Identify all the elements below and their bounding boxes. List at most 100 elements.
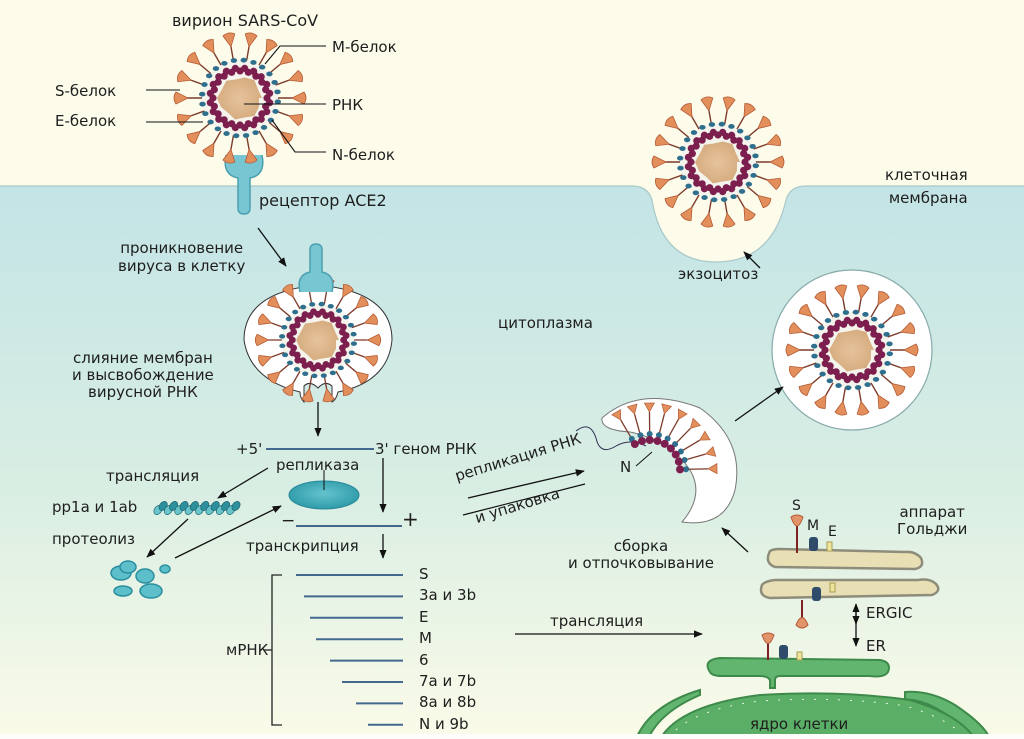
exocytosis-label: экзоцитоз xyxy=(678,265,759,283)
n-protein xyxy=(257,115,265,123)
s-protein-spike xyxy=(900,365,915,379)
s-protein-spike xyxy=(267,296,281,309)
s-protein-spike xyxy=(342,284,354,298)
m-protein xyxy=(320,373,327,378)
m-protein xyxy=(826,378,834,384)
m-protein xyxy=(872,377,880,382)
s-protein-spike xyxy=(222,32,236,48)
s-protein-spike xyxy=(177,69,192,83)
s-protein-spike xyxy=(202,39,215,54)
translation-2-label: трансляция xyxy=(550,612,644,630)
s-protein-spike xyxy=(757,115,772,130)
s-protein-spike xyxy=(267,371,281,384)
s-protein-spike xyxy=(222,148,236,164)
m-protein xyxy=(810,343,818,349)
mrna-item-label: 8a и 8b xyxy=(419,693,477,712)
m-protein xyxy=(274,99,282,105)
m-protein xyxy=(327,303,334,309)
m-protein xyxy=(718,121,725,127)
s-protein-spike xyxy=(186,51,201,66)
s-protein-mini-label: S xyxy=(792,498,801,514)
arrow-exocytosis xyxy=(743,251,761,269)
m-protein xyxy=(862,312,869,317)
m-protein xyxy=(870,316,878,322)
bottom-strip xyxy=(0,734,1024,739)
m-protein xyxy=(833,312,840,318)
m-protein xyxy=(824,318,832,323)
m-protein xyxy=(744,135,751,141)
s-protein-spike xyxy=(700,212,714,228)
assembly-label: сборка и отпочковывание xyxy=(568,537,715,572)
m-protein xyxy=(819,371,826,377)
s-protein-spike xyxy=(342,382,354,396)
m-protein xyxy=(279,334,286,339)
golgi-e-protein xyxy=(826,541,836,593)
arrow-entry xyxy=(257,227,287,267)
m-protein xyxy=(845,385,852,391)
s-protein-spike xyxy=(664,115,679,130)
budding-virion xyxy=(575,398,738,524)
s-protein-spike xyxy=(355,296,369,309)
m-protein xyxy=(266,71,273,77)
m-protein xyxy=(745,181,753,187)
m-protein xyxy=(690,130,698,135)
m-protein xyxy=(293,367,300,372)
s-protein-spike xyxy=(789,365,804,379)
m-protein-mini-label: M xyxy=(807,518,820,534)
s-protein-spike xyxy=(699,430,711,441)
ace2-receptor xyxy=(224,154,264,215)
m-protein xyxy=(677,165,684,171)
m-protein xyxy=(337,365,344,371)
mrna-item-label: 3a и 3b xyxy=(419,586,477,605)
arrow-to-replicase xyxy=(174,505,282,559)
m-protein xyxy=(864,382,871,388)
m-protein xyxy=(752,163,760,169)
m-protein xyxy=(230,58,238,63)
s-protein-spike xyxy=(900,321,915,335)
s-protein-spike xyxy=(722,96,736,112)
s-protein-spike xyxy=(766,177,781,191)
translation-label: трансляция xyxy=(106,467,200,485)
n-protein xyxy=(252,72,260,80)
m-protein xyxy=(852,309,859,315)
m-protein xyxy=(279,343,286,349)
s-protein-spike xyxy=(288,113,303,127)
s-protein-spike xyxy=(769,155,785,169)
endoplasmic-reticulum xyxy=(634,656,992,739)
m-protein xyxy=(281,324,288,330)
m-protein xyxy=(730,194,737,200)
s-protein-spike xyxy=(626,403,638,415)
m-protein xyxy=(207,119,214,125)
m-protein xyxy=(708,122,716,127)
m-protein xyxy=(240,57,247,63)
s-protein-spike xyxy=(301,387,314,403)
m-protein xyxy=(854,385,862,390)
s-protein-spike xyxy=(834,400,848,416)
m-protein xyxy=(199,101,206,107)
e-protein-mini-label: E xyxy=(828,524,837,540)
membrane-label: клеточная мембрана xyxy=(885,166,968,207)
s-protein-spike xyxy=(766,133,781,147)
n-protein xyxy=(293,321,301,329)
m-protein xyxy=(233,133,240,139)
n-protein xyxy=(294,356,302,364)
m-protein xyxy=(252,130,259,136)
mrna-item-label: M xyxy=(419,629,432,648)
arrow-assembly xyxy=(721,527,749,553)
m-protein xyxy=(260,125,268,130)
er-label: ER xyxy=(866,637,886,655)
s-protein-spike xyxy=(177,113,192,127)
cell-nucleus xyxy=(658,692,977,739)
s-protein-spike xyxy=(643,402,655,413)
virion-title: вирион SARS-CoV xyxy=(172,11,319,30)
m-protein xyxy=(738,189,746,194)
helix-segment xyxy=(231,501,241,511)
arrow-to-vesicle xyxy=(734,386,784,422)
nucleus-label: ядро клетки xyxy=(750,715,849,733)
m-protein xyxy=(242,133,250,138)
s-protein-spike xyxy=(814,394,827,409)
m-protein xyxy=(342,314,349,320)
fusion-vesicle-body xyxy=(243,277,393,404)
m-protein-label: М-белок xyxy=(332,38,397,56)
